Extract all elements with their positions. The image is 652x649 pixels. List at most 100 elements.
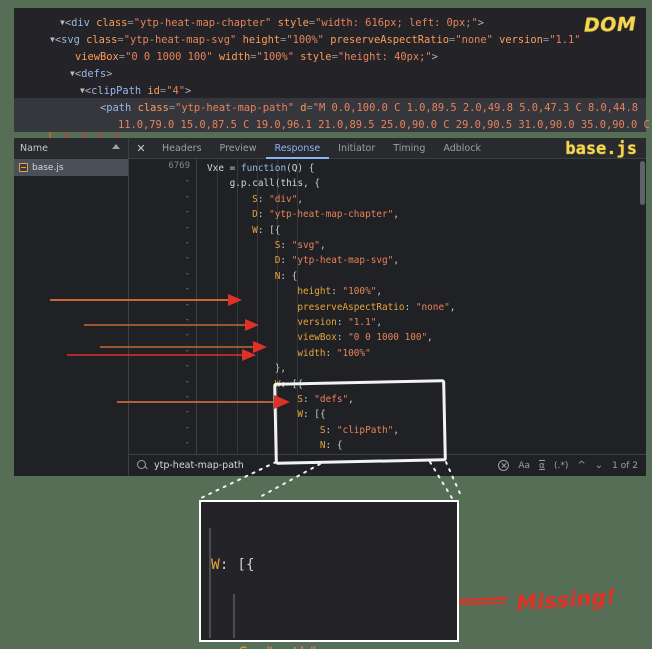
dom-line-svg-cont: viewBox="0 0 1000 100" width="100%" styl… [75, 51, 438, 63]
dom-line-clippath[interactable]: ▼<clipPath id="4"> [80, 83, 191, 100]
tab-timing[interactable]: Timing [393, 142, 426, 154]
dom-attrval-width: "100%" [256, 51, 295, 63]
dom-attr-pathclass: class [137, 102, 169, 114]
gutter-line-number: - [184, 376, 190, 387]
dom-attr-version: version [499, 34, 543, 46]
disclosure-triangle-icon[interactable]: ▼ [50, 35, 55, 44]
gutter-line-number: - [184, 268, 190, 279]
sort-ascending-icon[interactable] [112, 143, 120, 149]
dom-attr-d: d [300, 102, 307, 114]
dom-tag-defs: defs [81, 68, 107, 80]
callout-line-w: W: [{ [211, 557, 255, 573]
code-line: N: { [274, 270, 298, 282]
search-result-count: 1 of 2 [612, 460, 638, 471]
dom-attr-viewbox: viewBox [75, 51, 119, 63]
dom-attrval-d-part1: "M 0.0,100.0 C 1.0,89.5 2.0,49.8 5.0,47.… [312, 102, 639, 114]
devtools-body: base.js 6769-------------------------- V… [14, 159, 646, 476]
devtools-panel: Name ✕ Headers Preview Response Initiato… [14, 137, 646, 476]
dom-attrval-pathclass: "ytp-heat-map-path" [175, 102, 294, 114]
code-line: W: [{ [274, 378, 304, 390]
dom-tag-path: path [106, 102, 132, 114]
disclosure-triangle-icon[interactable]: ▼ [70, 69, 75, 78]
dom-tag-div: div [71, 17, 90, 29]
disclosure-triangle-icon[interactable]: ▼ [80, 86, 85, 95]
callout-val-s: "path", [265, 645, 326, 649]
tab-preview[interactable]: Preview [219, 142, 257, 154]
tab-response[interactable]: Response [266, 138, 330, 159]
code-scrollbar[interactable] [640, 161, 645, 205]
code-gutter: 6769-------------------------- [129, 159, 197, 476]
dom-line-path-cont: 11.0,79.0 15.0,87.5 C 19.0,96.1 21.0,89.… [118, 117, 650, 134]
search-prev-icon[interactable]: ^ [577, 460, 586, 471]
code-line: S: "defs", [297, 394, 354, 405]
dom-line-defs[interactable]: ▼<defs> [70, 66, 112, 83]
code-line: W: [{ [297, 409, 326, 421]
dom-attr-class: class [86, 34, 118, 46]
code-line: width: "100%" [297, 347, 371, 359]
search-next-icon[interactable]: ⌄ [594, 460, 604, 471]
dom-attrval-version: "1.1" [549, 34, 581, 46]
network-file-list: base.js [14, 159, 129, 476]
tab-initiator[interactable]: Initiator [338, 142, 376, 154]
search-input[interactable]: ytp-heat-map-path [154, 460, 244, 471]
response-code-viewer[interactable]: 6769-------------------------- Vxe = fun… [129, 159, 646, 476]
dom-attrval-id: "4" [166, 85, 185, 97]
dom-line-div[interactable]: ▼<div class="ytp-heat-map-chapter" style… [60, 15, 484, 32]
dom-line-path[interactable]: <path class="ytp-heat-map-path" d="M 0.0… [100, 102, 639, 114]
dom-attrval-svgclass: "ytp-heat-map-svg" [123, 34, 237, 46]
disclosure-triangle-icon[interactable]: ▼ [60, 18, 65, 27]
gutter-line-number: 6769 [168, 161, 190, 171]
search-icon [137, 460, 148, 471]
name-column-label: Name [20, 142, 49, 154]
gutter-line-number: - [184, 191, 190, 202]
gutter-line-number: - [184, 345, 190, 356]
gutter-line-number: - [184, 176, 190, 187]
gutter-line-number: - [184, 253, 190, 264]
regex-icon[interactable]: (.*) [553, 460, 569, 471]
dom-attr-par: preserveAspectRatio [330, 34, 450, 46]
tab-adblock[interactable]: Adblock [443, 142, 481, 154]
code-line: version: "1.1", [297, 317, 383, 328]
gutter-line-number: - [184, 422, 190, 433]
dom-attrval-style2: "height: 40px;" [337, 51, 432, 63]
tab-headers[interactable]: Headers [162, 142, 202, 154]
dom-line-svg[interactable]: ▼<svg class="ytp-heat-map-svg" height="1… [50, 32, 580, 49]
dom-attrval-height: "100%" [286, 34, 324, 46]
code-line: N: { [319, 440, 343, 452]
dom-attrval-class: "ytp-heat-map-chapter" [133, 17, 272, 29]
gutter-line-number: - [184, 207, 190, 218]
callout-line-s: S: "path", [211, 642, 440, 649]
code-line: }, [274, 363, 287, 375]
script-file-icon [19, 163, 28, 172]
dom-tag-svg: svg [61, 34, 80, 46]
gutter-line-number: - [184, 407, 190, 418]
gutter-line-number: - [184, 315, 190, 325]
code-line: S: "svg", [274, 240, 326, 251]
gutter-line-number: - [184, 284, 190, 295]
code-line: S: "clipPath", [319, 424, 399, 436]
dom-attr-height: height [242, 34, 281, 46]
dom-attr-style2: style [300, 51, 332, 63]
missing-annotation-label: Missing! [515, 584, 617, 616]
code-line: height: "100%", [297, 286, 383, 298]
dom-attr-id: id [147, 85, 160, 97]
close-icon[interactable]: ✕ [136, 141, 146, 155]
code-search-bar[interactable]: ytp-heat-map-path Aa ⍺ (.*) ^ ⌄ 1 of 2 [129, 454, 646, 476]
dom-attr-style: style [277, 17, 309, 29]
dom-attr-width: width [218, 51, 251, 63]
gutter-line-number: - [184, 392, 190, 402]
callout-key-s: S [239, 645, 248, 649]
callout-val-w: [{ [237, 557, 255, 573]
code-line: Vxe = function(Q) { [207, 163, 315, 174]
callout-key-w: W [211, 557, 220, 573]
list-item-basejs[interactable]: base.js [14, 159, 128, 176]
clear-search-icon[interactable] [498, 460, 510, 471]
network-name-column-header[interactable]: Name [14, 137, 129, 159]
match-case-icon[interactable]: Aa [518, 460, 531, 471]
code-line: D: "ytp-heat-map-svg", [274, 255, 399, 267]
whole-word-icon[interactable]: ⍺ [539, 460, 545, 471]
gutter-line-number: - [184, 361, 190, 372]
dom-path-row-highlight [14, 98, 646, 132]
dom-panel: ▼<div class="ytp-heat-map-chapter" style… [14, 8, 650, 132]
gutter-line-number: - [184, 438, 190, 449]
